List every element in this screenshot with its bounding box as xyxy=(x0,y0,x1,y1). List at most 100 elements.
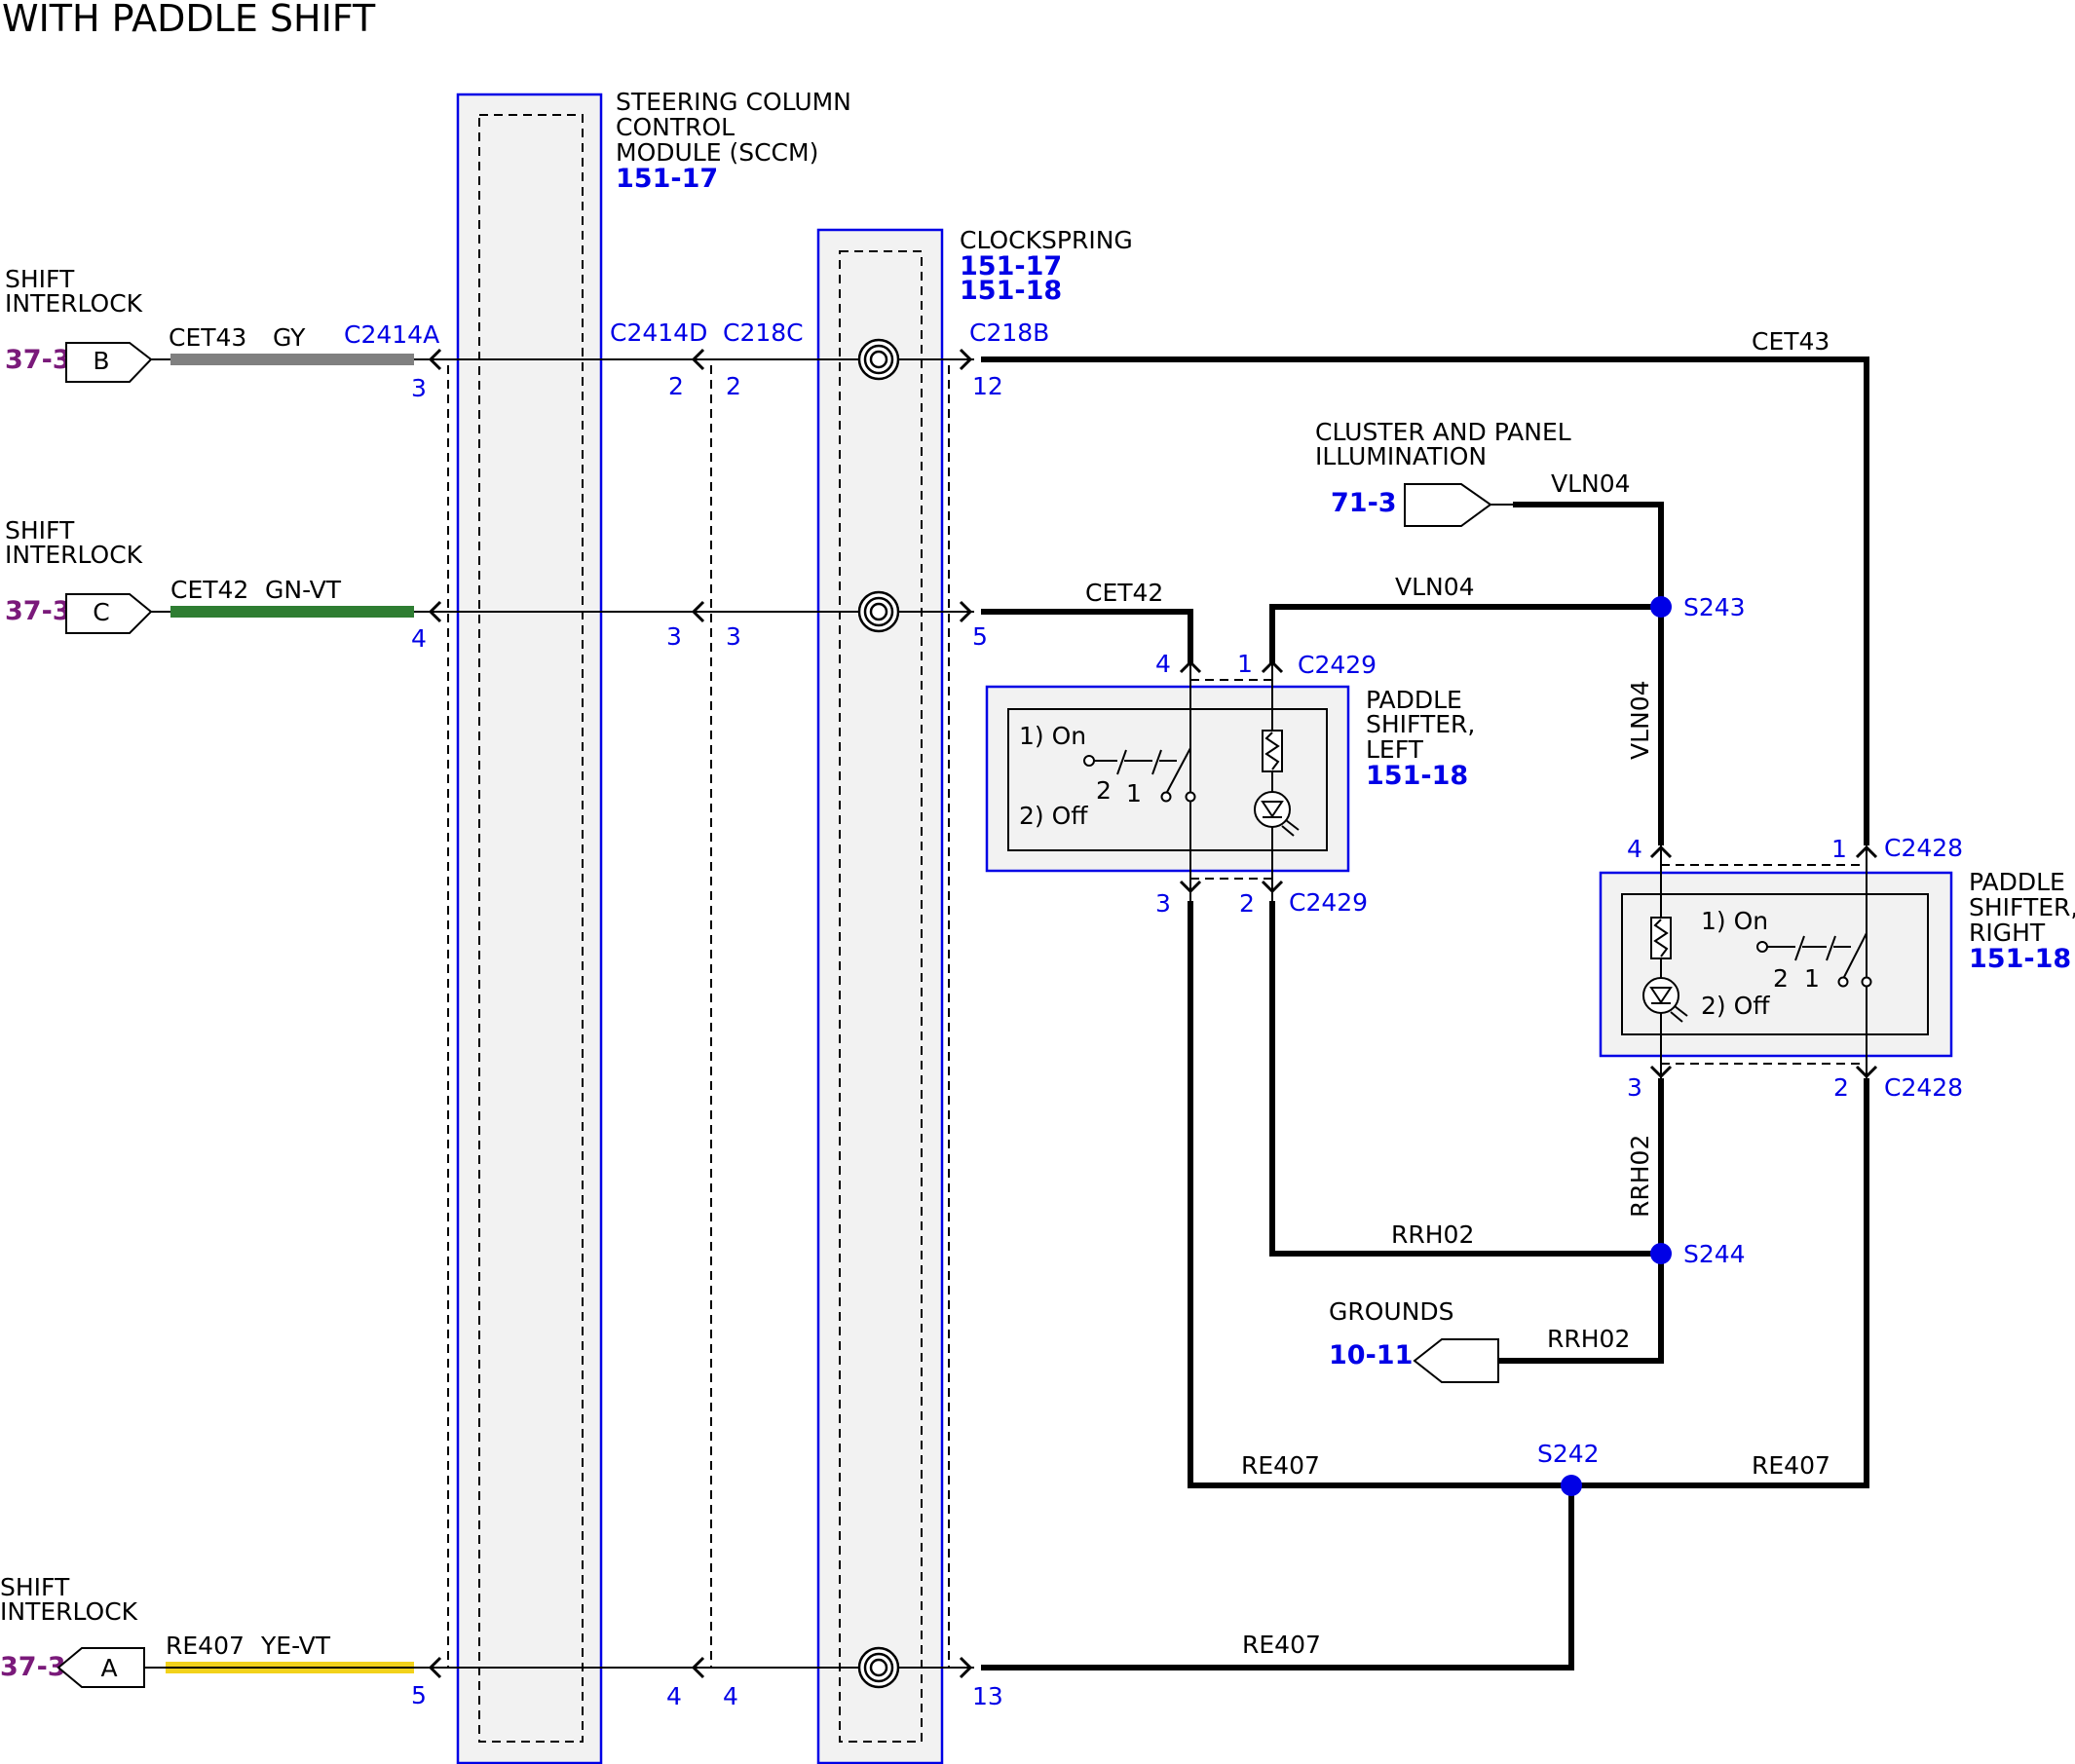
wire-cet43: CET43 xyxy=(981,327,1869,845)
paddle-left-switch-off: 2) Off xyxy=(1019,802,1088,830)
paddle-right-ref: 151-18 xyxy=(1969,944,2071,974)
clockspring-name: CLOCKSPRING xyxy=(960,226,1133,254)
connector-c218b: C218B xyxy=(969,319,1049,347)
paddle-right-pin-4: 4 xyxy=(1627,835,1642,863)
paddle-left-pin-4: 4 xyxy=(1155,650,1171,678)
wire-label-vln04-vertical: VLN04 xyxy=(1626,680,1654,760)
wire-cet42: CET42 xyxy=(981,579,1193,665)
wire-label-vln04-mid: VLN04 xyxy=(1395,573,1475,601)
input-connector-tag xyxy=(65,593,153,634)
paddle-left-switch-on: 1) On xyxy=(1019,722,1086,750)
sccm-name-line-3: MODULE (SCCM) xyxy=(616,138,818,167)
input-pin-letter: B xyxy=(93,347,109,375)
splice-label-s242: S242 xyxy=(1537,1440,1600,1468)
input-label-line-1: SHIFT xyxy=(0,1573,70,1601)
paddle-right-lamp-icon xyxy=(1642,977,1679,1014)
paddle-right-name-line-1: PADDLE xyxy=(1969,868,2065,896)
wire-name-re407: RE407 xyxy=(166,1632,245,1660)
wire-label-cet43: CET43 xyxy=(1752,327,1830,356)
wire-re407: RE407 RE407 RE407 xyxy=(981,901,1869,1670)
pin-c2414d-4: 4 xyxy=(666,1682,682,1710)
sccm-ref: 151-17 xyxy=(616,164,718,194)
grounds-connector-tag xyxy=(1413,1338,1499,1383)
clockspring-module: CLOCKSPRING 151-17 151-18 xyxy=(816,226,1133,1764)
paddle-left-pin-3: 3 xyxy=(1155,889,1171,918)
input-row-cet42: SHIFT INTERLOCK 37-3 C CET42 GN-VT 4 3 3… xyxy=(5,516,988,653)
pin-c2414a-5: 5 xyxy=(411,1681,427,1709)
paddle-right-pin-3: 3 xyxy=(1627,1073,1642,1102)
input-label-line-2: INTERLOCK xyxy=(0,1597,138,1626)
input-ref: 37-3 xyxy=(5,596,71,626)
wire-label-cet42: CET42 xyxy=(1085,579,1163,607)
cluster-ref: 71-3 xyxy=(1331,488,1397,518)
sccm-name-line-2: CONTROL xyxy=(616,113,735,141)
pin-c2414d-3: 3 xyxy=(666,622,682,651)
input-label-line-1: SHIFT xyxy=(5,265,75,293)
input-ref: 37-3 xyxy=(0,1652,66,1682)
pin-c218c-2: 2 xyxy=(726,372,741,400)
paddle-right-switch-off: 2) Off xyxy=(1701,992,1770,1020)
splice-s244 xyxy=(1650,1243,1672,1264)
paddle-shifter-left: 1) On 2) Off 2 1 4 1 C2429 3 2 C2429 PAD… xyxy=(985,650,1475,918)
pin-c2414d-2: 2 xyxy=(668,372,684,400)
wire-color-code-yevt: YE-VT xyxy=(260,1632,331,1660)
input-label-line-2: INTERLOCK xyxy=(5,541,143,569)
paddle-left-pos-2: 2 xyxy=(1096,776,1112,805)
clockspring-ref-2: 151-18 xyxy=(960,276,1062,306)
connector-c2414d: C2414D xyxy=(610,319,707,347)
cluster-illumination: CLUSTER AND PANEL ILLUMINATION 71-3 xyxy=(1315,418,1571,527)
input-row-cet43: SHIFT INTERLOCK 37-3 B CET43 GY 3 2 2 12 xyxy=(5,265,1003,402)
wire-name-cet43: CET43 xyxy=(169,323,246,352)
paddle-left-connector-bottom: C2429 xyxy=(1289,888,1368,917)
input-pin-letter: C xyxy=(93,598,109,626)
grounds-ref: 10-11 xyxy=(1329,1340,1413,1370)
input-label-line-1: SHIFT xyxy=(5,516,75,544)
paddle-shifter-right: 1) On 2) Off 2 1 4 1 C2428 3 2 C2428 PAD… xyxy=(1599,834,2075,1102)
paddle-left-ref: 151-18 xyxy=(1366,761,1468,791)
wire-color-band-gnvt xyxy=(170,606,414,618)
splice-s242 xyxy=(1561,1475,1582,1496)
sccm-name-line-1: STEERING COLUMN xyxy=(616,88,851,116)
cluster-label-line-2: ILLUMINATION xyxy=(1315,442,1487,470)
page-title: WITH PADDLE SHIFT xyxy=(2,0,376,40)
paddle-left-connector-top: C2429 xyxy=(1298,651,1377,679)
paddle-left-pin-2: 2 xyxy=(1239,889,1255,918)
paddle-right-pin-2: 2 xyxy=(1833,1073,1849,1102)
wire-label-rrh02-vertical: RRH02 xyxy=(1626,1135,1654,1218)
paddle-right-name-line-3: RIGHT xyxy=(1969,919,2046,947)
splice-label-s244: S244 xyxy=(1683,1240,1746,1268)
input-row-re407: SHIFT INTERLOCK 37-3 A RE407 YE-VT 5 4 4… xyxy=(0,1573,1003,1710)
paddle-right-name-line-2: SHIFTER, xyxy=(1969,893,2075,921)
paddle-left-pos-1: 1 xyxy=(1126,779,1142,807)
grounds-label: GROUNDS xyxy=(1329,1297,1454,1326)
wire-label-vln04-top: VLN04 xyxy=(1551,469,1631,498)
paddle-left-name-line-3: LEFT xyxy=(1366,735,1424,764)
pin-c218c-3: 3 xyxy=(726,622,741,651)
pin-c218b-12: 12 xyxy=(972,372,1003,400)
wire-label-rrh02-left: RRH02 xyxy=(1391,1220,1474,1249)
pin-c218c-4: 4 xyxy=(723,1682,738,1710)
wire-color-code-gnvt: GN-VT xyxy=(265,576,342,604)
input-connector-tag xyxy=(65,342,153,383)
wire-label-rrh02-ground: RRH02 xyxy=(1547,1325,1630,1353)
splice-s243 xyxy=(1650,596,1672,618)
paddle-left-pin-1: 1 xyxy=(1237,650,1253,678)
pin-c218b-13: 13 xyxy=(972,1682,1003,1710)
sccm-module: STEERING COLUMN CONTROL MODULE (SCCM) 15… xyxy=(447,88,851,1764)
paddle-right-switch-on: 1) On xyxy=(1701,907,1768,935)
connector-c2414a: C2414A xyxy=(344,320,439,349)
splice-label-s243: S243 xyxy=(1683,593,1746,621)
cluster-label-line-1: CLUSTER AND PANEL xyxy=(1315,418,1571,446)
wire-label-re407-right: RE407 xyxy=(1752,1451,1830,1480)
paddle-left-lamp-icon xyxy=(1254,791,1291,828)
paddle-right-connector-bottom: C2428 xyxy=(1884,1073,1963,1102)
input-label-line-2: INTERLOCK xyxy=(5,289,143,318)
paddle-right-pin-1: 1 xyxy=(1831,835,1847,863)
pin-c2414a-3: 3 xyxy=(411,374,427,402)
grounds: GROUNDS 10-11 xyxy=(1329,1297,1499,1383)
wire-color-code-gy: GY xyxy=(273,323,306,352)
input-pin-letter: A xyxy=(100,1654,117,1682)
paddle-right-pos-2: 2 xyxy=(1773,964,1789,993)
paddle-right-connector-top: C2428 xyxy=(1884,834,1963,862)
